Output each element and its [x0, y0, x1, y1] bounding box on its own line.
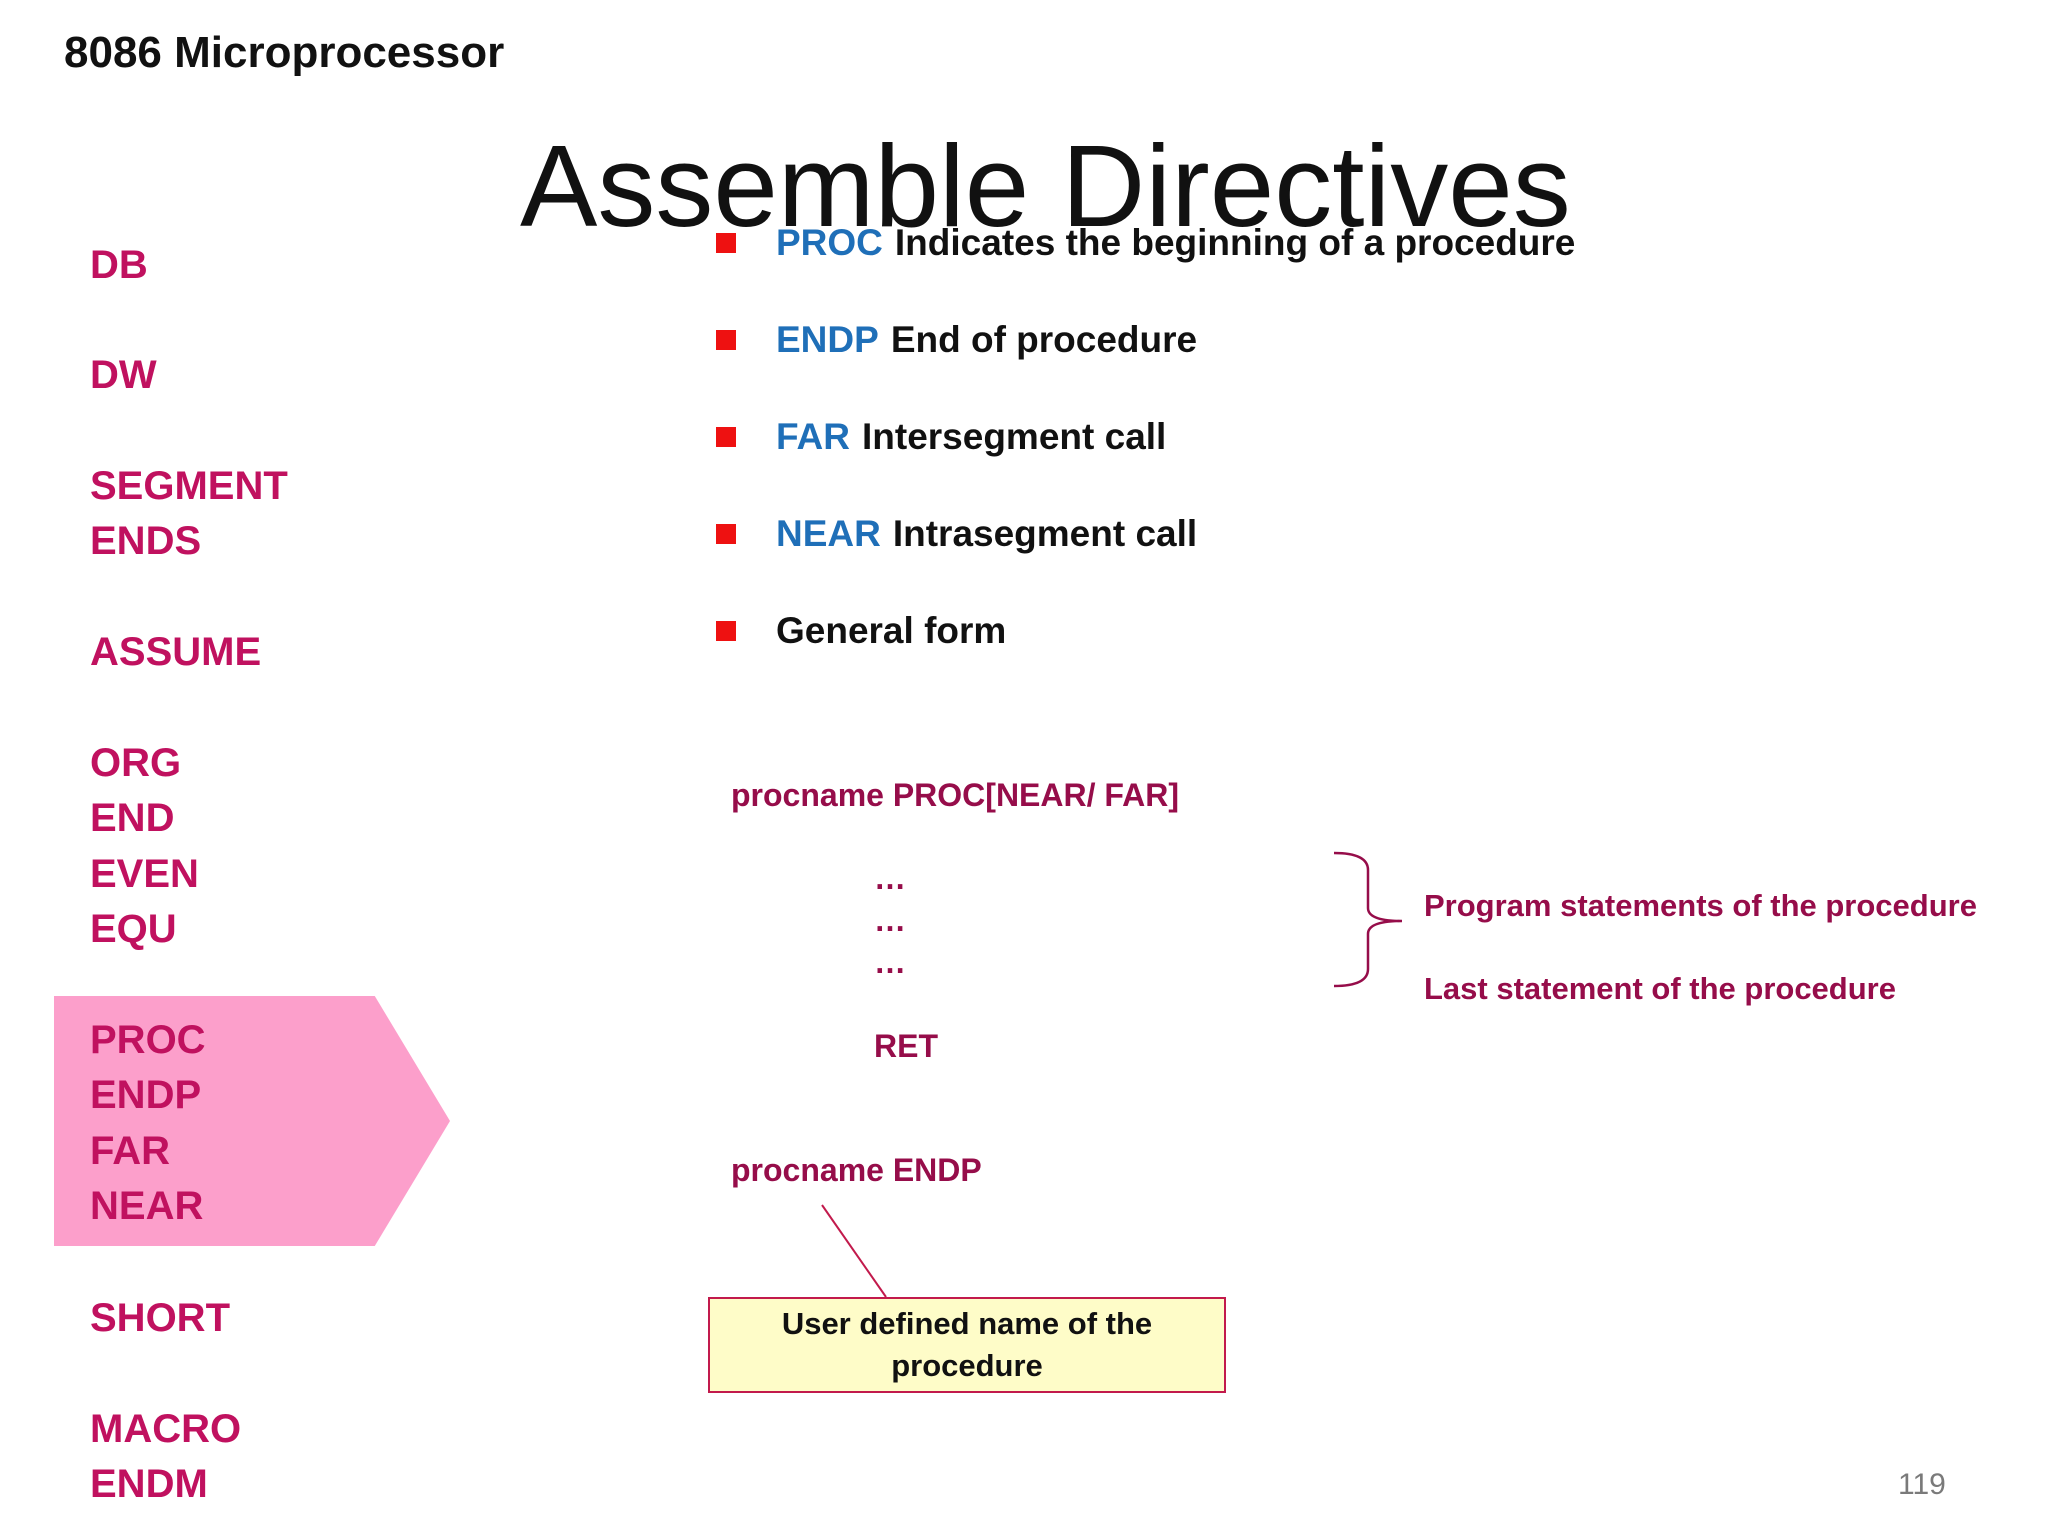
code-ellipsis: …: [874, 860, 906, 896]
bullet-keyword: NEAR: [776, 513, 881, 554]
callout-pointer-line: [821, 1204, 887, 1298]
brace-shape: [1333, 851, 1403, 988]
page-number: 119: [1898, 1468, 1946, 1501]
code-proc-header: procname PROC[NEAR/ FAR]: [731, 777, 1180, 813]
directive-db: DB: [90, 243, 148, 287]
bullet-general-form: General form: [716, 610, 1006, 652]
directive-proc: PROC: [90, 1018, 206, 1062]
bullet-text: Indicates the beginning of a procedure: [894, 222, 1576, 263]
bullet-keyword: PROC: [776, 222, 883, 263]
highlight-arrow-shape: [54, 996, 450, 1246]
directive-equ: EQU: [90, 907, 177, 951]
directive-short: SHORT: [90, 1296, 230, 1340]
directive-dw: DW: [90, 353, 157, 397]
directive-macro: MACRO: [90, 1407, 242, 1451]
bullet-keyword: FAR: [776, 416, 850, 457]
code-ret: RET: [874, 1028, 938, 1064]
code-ellipsis: …: [874, 902, 906, 938]
bullet-near: NEAR Intrasegment call: [716, 513, 1197, 555]
bullet-text: General form: [776, 610, 1007, 651]
bullet-square-icon: [716, 621, 736, 641]
directive-org: ORG: [90, 741, 182, 785]
bullet-square-icon: [716, 427, 736, 447]
directive-near: NEAR: [90, 1184, 204, 1228]
slide-title: Assemble Directives: [520, 121, 1571, 251]
directive-segment: SEGMENT: [90, 464, 288, 508]
annotation-program-statements: Program statements of the procedure: [1424, 888, 1977, 923]
callout-box: User defined name of the procedure: [708, 1297, 1226, 1393]
directive-ends: ENDS: [90, 519, 202, 563]
directive-assume: ASSUME: [90, 630, 262, 674]
directive-endp: ENDP: [90, 1073, 202, 1117]
directive-end: END: [90, 796, 175, 840]
bullet-text: Intrasegment call: [892, 513, 1198, 554]
code-ellipsis: …: [874, 944, 906, 980]
callout-text: User defined name of the procedure: [781, 1306, 1153, 1383]
annotation-last-statement: Last statement of the procedure: [1424, 971, 1896, 1006]
directive-far: FAR: [90, 1129, 170, 1173]
directive-endm: ENDM: [90, 1462, 208, 1506]
bullet-proc: PROC Indicates the beginning of a proced…: [716, 222, 1575, 264]
bullet-keyword: ENDP: [776, 319, 879, 360]
code-proc-end: procname ENDP: [731, 1152, 982, 1188]
bullet-endp: ENDP End of procedure: [716, 319, 1197, 361]
course-title: 8086 Microprocessor: [64, 28, 505, 77]
directive-even: EVEN: [90, 852, 199, 896]
bullet-far: FAR Intersegment call: [716, 416, 1166, 458]
bullet-text: Intersegment call: [862, 416, 1167, 457]
bullet-square-icon: [716, 330, 736, 350]
bullet-text: End of procedure: [890, 319, 1198, 360]
bullet-square-icon: [716, 524, 736, 544]
bullet-square-icon: [716, 233, 736, 253]
